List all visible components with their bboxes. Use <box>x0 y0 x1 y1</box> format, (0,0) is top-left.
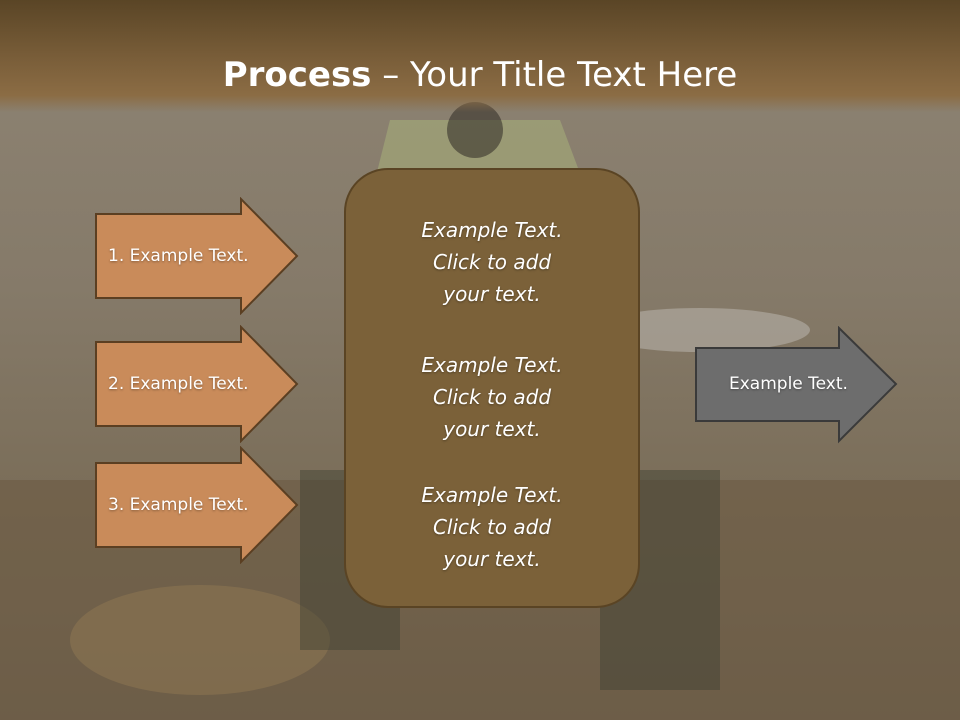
process-step-2-label: 2. Example Text. <box>108 374 249 394</box>
center-paragraph-1-line-1: Example Text. <box>421 218 563 242</box>
process-step-3-label: 3. Example Text. <box>108 495 249 515</box>
hay-mound <box>70 585 330 695</box>
center-paragraph-3-line-3: your text. <box>443 547 541 571</box>
slide-title: Process – Your Title Text Here <box>0 50 960 100</box>
result-arrow[interactable] <box>694 326 900 444</box>
center-paragraph-2-line-1: Example Text. <box>421 353 563 377</box>
center-text-box[interactable]: Example Text. Click to add your text. Ex… <box>344 168 640 608</box>
center-paragraph-3-line-1: Example Text. <box>421 483 563 507</box>
result-arrow-label: Example Text. <box>729 374 848 394</box>
process-step-1-label: 1. Example Text. <box>108 246 249 266</box>
process-step-3-arrow[interactable] <box>94 446 300 564</box>
center-paragraph-1-line-3: your text. <box>443 282 541 306</box>
title-rest-part: – Your Title Text Here <box>371 55 738 95</box>
process-step-2-arrow[interactable] <box>94 325 300 443</box>
center-paragraph-1: Example Text. Click to add your text. <box>346 214 638 310</box>
center-paragraph-1-line-2: Click to add <box>432 250 552 274</box>
title-bold-part: Process <box>222 55 372 95</box>
snow-patch <box>590 308 810 352</box>
camera <box>447 102 503 158</box>
center-paragraph-2-line-3: your text. <box>443 417 541 441</box>
center-paragraph-3: Example Text. Click to add your text. <box>346 479 638 575</box>
center-paragraph-2-line-2: Click to add <box>432 385 552 409</box>
process-step-1-arrow[interactable] <box>94 197 300 315</box>
center-paragraph-3-line-2: Click to add <box>432 515 552 539</box>
center-paragraph-2: Example Text. Click to add your text. <box>346 349 638 445</box>
title-bar: Process – Your Title Text Here <box>0 0 960 112</box>
